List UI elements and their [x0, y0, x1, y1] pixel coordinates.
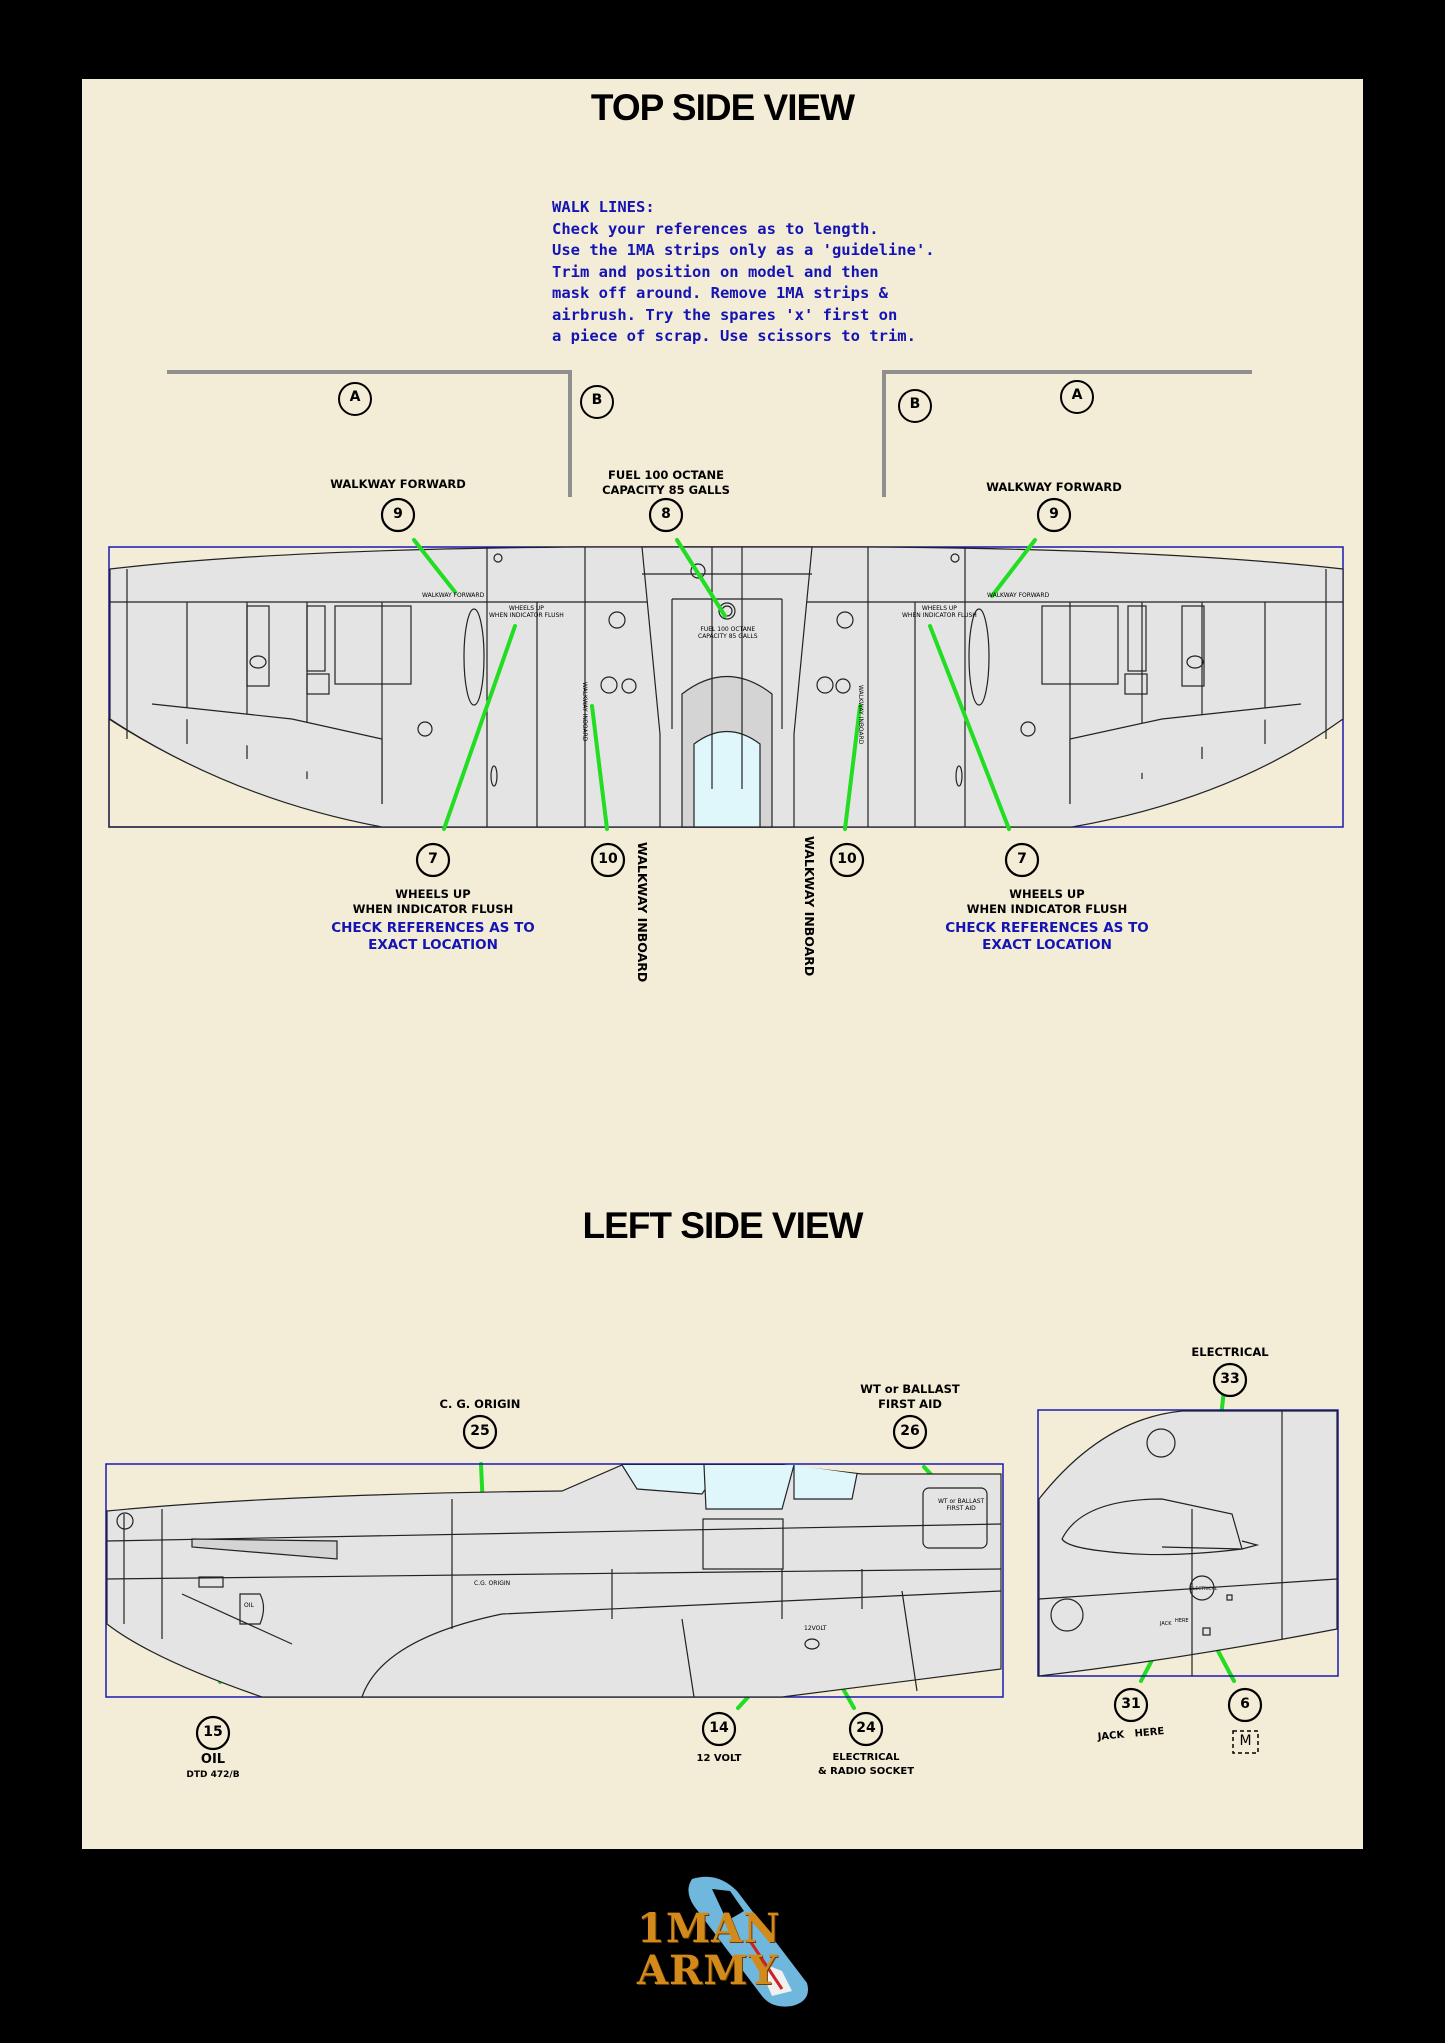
logo-text-line1: 1MAN — [637, 1905, 781, 1952]
electrical-top-label: ELECTRICAL — [1191, 1345, 1269, 1359]
oil-label: OIL — [200, 1752, 226, 1767]
callout-33: 33 — [1220, 1371, 1240, 1387]
stencil-oil: OIL — [244, 1602, 254, 1609]
ballast-label: WT or BALLAST FIRST AID — [860, 1382, 960, 1411]
walk-lines-instructions: WALK LINES: Check your references as to l… — [552, 197, 972, 348]
walkway-inboard-left-label: WALKWAY INBOARD — [635, 842, 650, 983]
walkway-inboard-stencil-right: WALKWAY INBOARD — [857, 685, 864, 745]
cg-label: C. G. ORIGIN — [439, 1397, 521, 1411]
callout-24: 24 — [856, 1720, 876, 1736]
stencil-wheels-up-left: WHEELS UP WHEN INDICATOR FLUSH — [489, 605, 564, 619]
socket-label: ELECTRICAL & RADIO SOCKET — [817, 1752, 915, 1777]
wheels-right-label: WHEELS UP WHEN INDICATOR FLUSH — [966, 887, 1128, 916]
left-view-title: LEFT SIDE VIEW — [582, 1205, 864, 1246]
callout-9-left: 9 — [393, 506, 403, 522]
stencil-wheels-up-right: WHEELS UP WHEN INDICATOR FLUSH — [902, 605, 977, 619]
instruction-line: airbrush. Try the spares 'x' first on — [552, 305, 898, 324]
stencil-jack: JACK — [1160, 1621, 1172, 1627]
brand-logo: 1MAN ARMY — [632, 1871, 822, 2021]
wheels-left-note: CHECK REFERENCES AS TO EXACT LOCATION — [331, 920, 535, 953]
strip-b-right-label: B — [909, 396, 921, 412]
strip-a-right-marker — [1060, 380, 1094, 414]
propeller-blade-icon — [688, 1876, 808, 2007]
m-marker-box — [1232, 1730, 1259, 1754]
callout-14: 14 — [709, 1720, 729, 1736]
instruction-line: Trim and position on model and then — [552, 262, 879, 281]
callout-7-right: 7 — [1017, 851, 1027, 867]
walkway-strips — [167, 370, 1252, 497]
stencil-fuel: FUEL 100 OCTANE CAPACITY 85 GALLS — [698, 626, 758, 640]
logo-text-line2: ARMY — [637, 1947, 779, 1994]
fuel-label: FUEL 100 OCTANE CAPACITY 85 GALLS — [602, 468, 730, 497]
wheels-right-note: CHECK REFERENCES AS TO EXACT LOCATION — [945, 920, 1149, 953]
callout-8: 8 — [661, 506, 671, 522]
top-view-drawing — [105, 370, 1344, 1754]
side-callout-circles — [195, 1362, 1263, 1751]
stencil-volt: 12VOLT — [804, 1625, 827, 1632]
instruction-line: a piece of scrap. Use scissors to trim. — [552, 327, 916, 345]
callout-10-right: 10 — [837, 851, 857, 867]
wheels-left-label: WHEELS UP WHEN INDICATOR FLUSH — [352, 887, 514, 916]
instruction-line: Check your references as to length. — [552, 219, 879, 238]
wing-detail — [1038, 1410, 1338, 1677]
stencil-ballast: WT or BALLAST FIRST AID — [938, 1498, 985, 1512]
stencil-walkway-forward-right: WALKWAY FORWARD — [987, 592, 1050, 599]
callout-6: 6 — [1240, 1696, 1250, 1712]
instruction-line: Use the 1MA strips only as a 'guideline'… — [552, 241, 935, 259]
callout-9-right: 9 — [1049, 506, 1059, 522]
walkway-inboard-stencil-left: WALKWAY INBOARD — [581, 682, 588, 742]
stencil-here: HERE — [1175, 1618, 1189, 1624]
instruction-line: mask off around. Remove 1MA strips & — [552, 284, 888, 302]
decal-sheet: TOP SIDE VIEW WALK LINES: Check your refe… — [82, 79, 1363, 1849]
volt-label: 12 VOLT — [696, 1753, 742, 1764]
strip-b-left-marker — [580, 385, 614, 419]
callout-26: 26 — [900, 1423, 920, 1439]
stencil-electrical: ELECTRICAL — [1190, 1587, 1218, 1592]
instruction-line: WALK LINES: — [552, 198, 655, 216]
top-view-title: TOP SIDE VIEW — [590, 87, 855, 128]
strip-a-right-label: A — [1071, 387, 1083, 403]
m-marker-label: M — [1239, 1733, 1252, 1749]
callout-10-left: 10 — [598, 851, 618, 867]
callout-7-left: 7 — [428, 851, 438, 867]
wing-planform — [108, 546, 1344, 828]
walkway-forward-right-label: WALKWAY FORWARD — [986, 480, 1122, 494]
callout-15: 15 — [203, 1724, 223, 1740]
oil-sublabel: DTD 472/B — [186, 1770, 240, 1780]
stencil-cg: C.G. ORIGIN — [474, 1580, 511, 1587]
strip-b-right-marker — [898, 389, 932, 423]
top-callout-circles — [380, 497, 1072, 878]
strip-a-left-label: A — [349, 389, 361, 405]
callout-25: 25 — [470, 1423, 490, 1439]
strip-a-left-marker — [338, 382, 372, 416]
detail-frame — [1037, 1409, 1339, 1677]
fuselage-profile — [106, 1464, 1002, 1698]
strip-b-left-label: B — [591, 392, 603, 408]
stencil-walkway-forward-left: WALKWAY FORWARD — [422, 592, 485, 599]
callout-31: 31 — [1121, 1696, 1141, 1712]
walkway-forward-left-label: WALKWAY FORWARD — [330, 477, 466, 491]
walkway-inboard-right-label: WALKWAY INBOARD — [802, 836, 817, 977]
